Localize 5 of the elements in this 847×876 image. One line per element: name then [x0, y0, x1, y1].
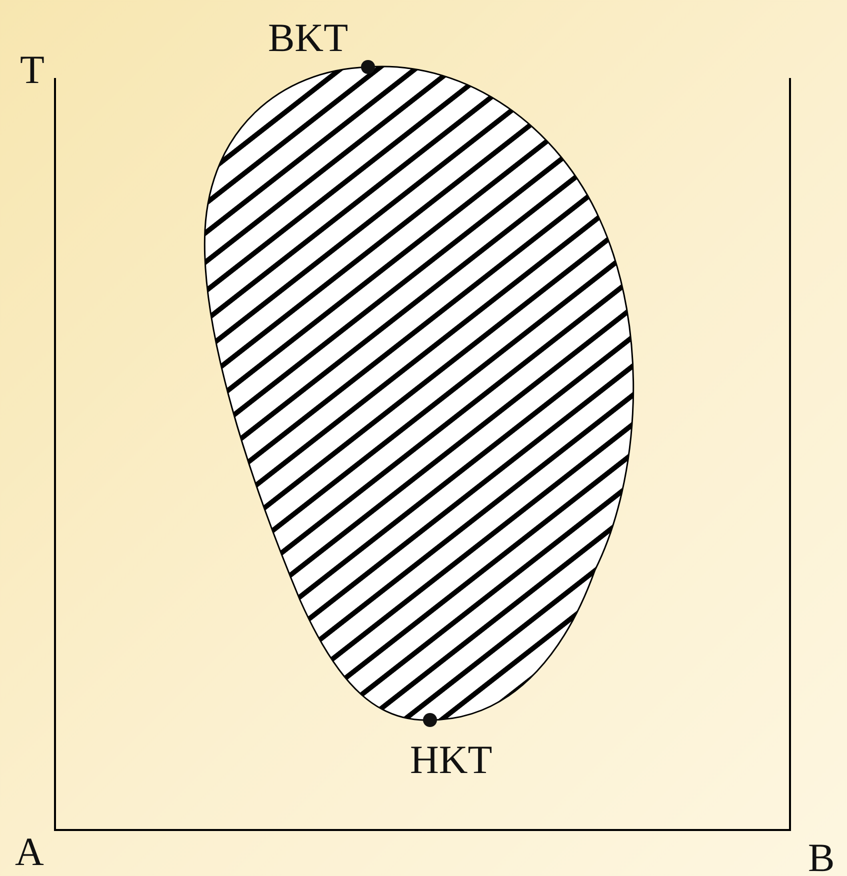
point-label: HKT [410, 740, 492, 780]
axis-label: T [20, 50, 44, 90]
axis-label: A [15, 832, 44, 872]
point-label: BKT [268, 18, 348, 58]
axis-label: B [808, 838, 835, 876]
